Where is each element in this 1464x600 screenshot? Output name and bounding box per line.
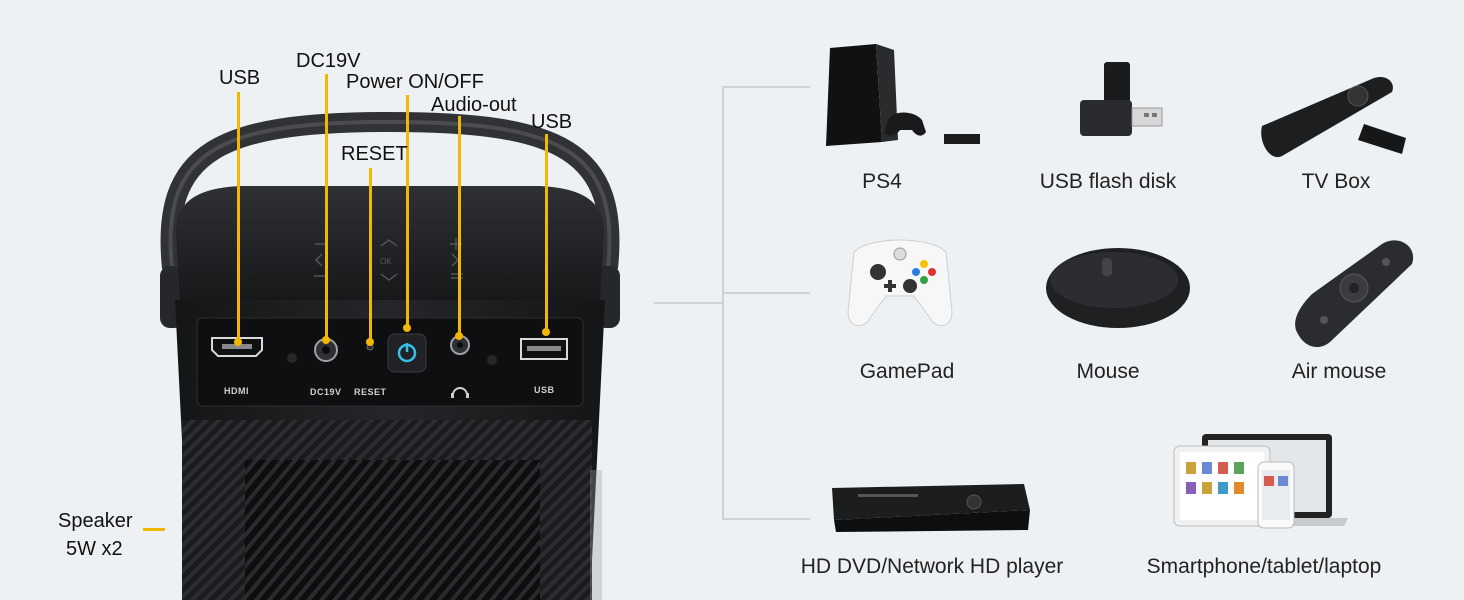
headphone-icon [452,387,468,396]
reset-pointer [369,168,372,342]
mouse-icon [1046,248,1190,328]
dc19v-panel-label: DC19V [310,387,342,397]
reset-panel-label: RESET [354,387,387,397]
power-callout: Power ON/OFF [346,71,484,93]
audio-out-pointer [458,116,461,336]
air-mouse-icon [1295,240,1414,348]
tv-box-icon [1261,76,1406,158]
power-pointer [406,95,409,327]
projector-illustration: OK [143,74,620,600]
dvd-player-icon [832,484,1030,532]
audio-out-callout: Audio-out [431,94,517,116]
device-label-dvd-player: HD DVD/Network HD player [800,555,1064,578]
speaker-power-callout: 5W x2 [66,538,123,560]
usb-left-callout: USB [219,67,261,89]
dc19v-callout: DC19V [296,50,361,72]
device-label-mouse: Mouse [1076,360,1140,383]
ps4-console-icon [826,44,980,146]
speaker-callout: Speaker [58,510,133,532]
device-label-tv-box: TV Box [1301,170,1371,193]
usb-right-callout: USB [531,111,573,133]
ok-touch-label: OK [380,257,392,266]
device-label-gamepad: GamePad [859,360,955,383]
device-label-smart-devices: Smartphone/tablet/laptop [1146,555,1382,578]
usb-right-pointer [545,134,548,332]
power-button [387,333,427,373]
device-label-ps4: PS4 [862,170,902,193]
projector-top-panel [176,186,604,300]
usb-flash-disk-icon [1080,62,1163,136]
gamepad-icon [847,239,953,327]
usb-panel-label: USB [534,385,555,395]
hdmi-panel-label: HDMI [224,386,249,396]
devices-icon [1173,434,1348,529]
device-label-air-mouse: Air mouse [1291,360,1387,383]
usb-left-pointer [237,92,240,342]
dc19v-pointer [325,74,328,340]
speaker-pointer [143,528,165,531]
device-label-usb-flash-disk: USB flash disk [1039,170,1177,193]
reset-callout: RESET [341,143,408,165]
